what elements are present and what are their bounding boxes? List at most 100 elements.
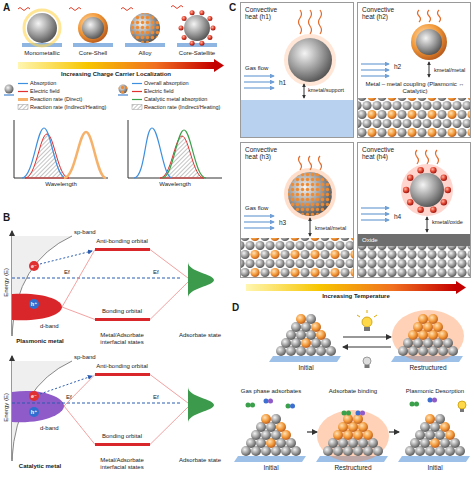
energy-diagram-catalytic-part [12,361,72,459]
legend-samples-part [18,91,28,92]
heat-transfer-panel: Convective heat (h3)Gas flowh3kmetal/met… [240,142,354,278]
fermi-level: Ef [64,269,70,276]
heat-panel-art-part [288,172,332,216]
node-title: Plasmonic Desorption [400,388,470,395]
particle-row-part [177,43,217,47]
energy-diagram-plasmonic-part [62,250,188,320]
gradient-label: Increasing Temperature [322,293,390,300]
panel-letter: B [3,212,10,224]
legend-label: Catalytic metal absorption [144,96,224,102]
heat-panel-art-part [299,156,322,170]
energy-diagram-plasmonic-part [95,318,150,321]
node-title: Convective heat (h4) [362,146,404,161]
restructuring-art-part [342,411,347,416]
stage-panel: Initial [270,306,342,376]
column-label: Adsorbate state [178,457,222,464]
heat-panel-art-part [401,164,453,216]
heat-panel-art-part [244,215,274,216]
fermi-level: Ef [153,269,159,276]
heat-panel-art-part [299,10,322,34]
restructuring-art-part [346,411,351,416]
particle-row-part [27,13,57,43]
heat-panel-art-part [244,75,274,76]
stage-panel: Restructured [392,306,464,376]
legend-samples-part [132,99,142,100]
flow-arrow [389,431,399,432]
energy-diagram-catalytic-part [29,407,39,417]
heat-panel-art-part [241,100,353,137]
particle-row-part [24,10,60,46]
restructuring-art-part [364,327,370,331]
restructuring-art-part [362,317,372,327]
node-text: h2 [394,63,401,70]
node-text: Gas flow [245,205,285,212]
panel-letter: C [229,2,236,14]
flow-arrow [343,346,391,347]
heat-panel-art-part [358,246,470,277]
heat-panel-art-part [304,84,305,98]
restructuring-art-part [363,357,371,365]
heat-panel-art-part [361,69,389,70]
node-text: Gas flow [245,65,285,72]
temperature-bar-part [456,281,466,294]
heat-panel-art [358,150,470,277]
node-text: kmetal/oxide [432,219,463,225]
restructuring-art-part [428,398,433,403]
node-text: h4 [394,213,401,220]
node-text: h3 [279,219,286,226]
legend-samples-part [18,83,28,84]
restructuring-art-part [356,411,361,416]
node-text: Restructured [318,464,388,471]
energy-diagram-plasmonic-part [12,278,182,279]
particle-row-part [130,13,160,43]
particle-label: Monometallic [24,50,59,57]
carrier-symbol: e⁻ [31,393,37,399]
carrier-symbol: h⁺ [31,409,37,415]
stage-panel: Gas phase adsorbatesInitial [236,386,306,478]
axis-label: Energy (E) [3,268,10,297]
band-label: d-band [40,323,59,330]
node-text: kmetal/metal [434,67,465,73]
node-title: Convective heat (h3) [245,146,287,161]
energy-diagram-catalytic-part [188,387,214,423]
spectrum-plots [14,120,222,178]
legend-samples-part [119,85,128,94]
node-title: Convective heat (h1) [245,6,287,21]
restructuring-art-part [234,456,306,462]
restructuring-art-part [317,410,389,462]
column-label: Plasmonic metal [16,338,63,345]
legend-samples-part [118,94,128,96]
energy-diagram-plasmonic-part [29,299,39,309]
heat-transfer-panel: Convective heat (h4) h4Oxide kmetal/oxide [357,142,471,278]
orbital-label: Bonding orbital [102,308,142,315]
particle-row-part [184,15,210,41]
restructuring-art-part [458,401,466,409]
carrier-symbol: h⁺ [31,301,37,307]
legend-samples [4,84,142,110]
heat-panel-art-part [288,172,332,216]
heat-panel-art-part [411,24,447,60]
node-text: Oxide [362,237,378,244]
heat-panel-art-part [284,168,336,220]
heat-panel-art-part [416,150,439,164]
temperature-bar [246,281,466,294]
legend-label: Reaction rate (Indirect/Heating) [144,104,224,110]
restructuring-art-part [414,402,419,407]
heat-panel-art-part [284,34,336,86]
node-text: kmetal/support [308,87,344,93]
energy-diagram-catalytic [12,356,214,461]
energy-diagram-catalytic-part [95,443,150,446]
energy-diagram-catalytic-part [40,376,92,394]
particle-row-part [130,13,160,43]
energy-diagram-catalytic-part [64,375,188,445]
node-title: Convective heat (h2) [362,6,404,21]
heat-panel-art-part [429,62,430,77]
heat-panel-art-part [361,75,389,76]
legend-samples-part [18,98,28,101]
restructuring-art-part [432,398,437,403]
heat-panel-art-part [361,219,389,220]
stage-panel: Adsorbate bindingRestructured [318,386,388,478]
fermi-level: Ef [66,394,72,401]
energy-diagram-catalytic-part [12,403,182,404]
restructuring-art-part [365,365,370,368]
